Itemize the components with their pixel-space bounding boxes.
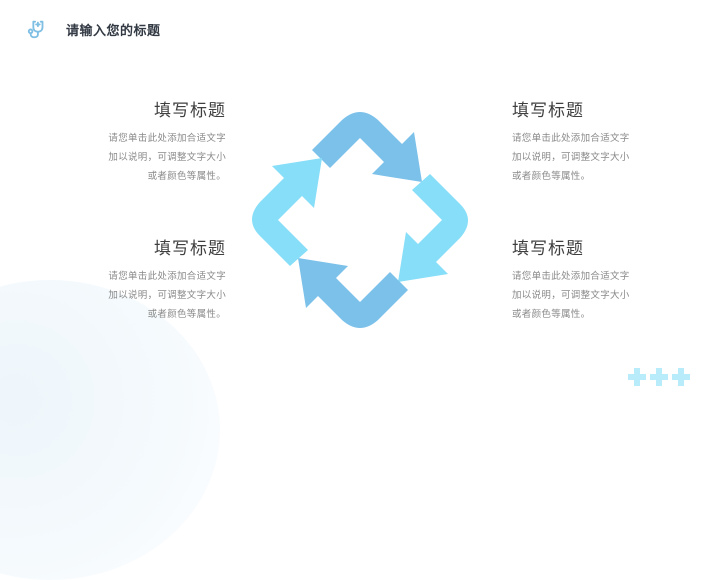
body-line: 加以说明，可调整文字大小 <box>108 290 226 301</box>
block-body: 请您单击此处添加合适文字 加以说明，可调整文字大小 或者颜色等属性。 <box>512 267 672 324</box>
body-line: 请您单击此处添加合适文字 <box>512 133 630 144</box>
text-block-top-left: 填写标题 请您单击此处添加合适文字 加以说明，可调整文字大小 或者颜色等属性。 <box>66 96 226 186</box>
block-body: 请您单击此处添加合适文字 加以说明，可调整文字大小 或者颜色等属性。 <box>66 129 226 186</box>
body-line: 请您单击此处添加合适文字 <box>108 133 226 144</box>
header: 请输入您的标题 <box>26 18 161 40</box>
body-line: 加以说明，可调整文字大小 <box>108 152 226 163</box>
plus-icon <box>650 368 668 386</box>
stethoscope-icon <box>27 20 44 39</box>
body-line: 或者颜色等属性。 <box>512 171 591 182</box>
block-heading: 填写标题 <box>154 239 226 259</box>
body-line: 请您单击此处添加合适文字 <box>512 271 630 282</box>
block-heading: 填写标题 <box>512 101 584 121</box>
block-heading: 填写标题 <box>154 101 226 121</box>
block-heading: 填写标题 <box>512 239 584 259</box>
body-line: 或者颜色等属性。 <box>147 171 226 182</box>
plus-icon <box>628 368 646 386</box>
cycle-arrows-diagram <box>252 112 468 328</box>
arrow-bottom-icon <box>298 258 408 328</box>
body-line: 加以说明，可调整文字大小 <box>512 152 630 163</box>
block-body: 请您单击此处添加合适文字 加以说明，可调整文字大小 或者颜色等属性。 <box>512 129 672 186</box>
background-blob <box>0 280 220 580</box>
text-block-top-right: 填写标题 请您单击此处添加合适文字 加以说明，可调整文字大小 或者颜色等属性。 <box>512 96 672 186</box>
body-line: 加以说明，可调整文字大小 <box>512 290 630 301</box>
page-title: 请输入您的标题 <box>66 23 161 39</box>
arrow-top-icon <box>312 112 422 182</box>
body-line: 请您单击此处添加合适文字 <box>108 271 226 282</box>
body-line: 或者颜色等属性。 <box>147 309 226 320</box>
text-block-bottom-left: 填写标题 请您单击此处添加合适文字 加以说明，可调整文字大小 或者颜色等属性。 <box>66 234 226 324</box>
text-block-bottom-right: 填写标题 请您单击此处添加合适文字 加以说明，可调整文字大小 或者颜色等属性。 <box>512 234 672 324</box>
arrow-right-icon <box>398 174 468 282</box>
body-line: 或者颜色等属性。 <box>512 309 591 320</box>
plus-icon <box>672 368 690 386</box>
arrow-left-icon <box>252 158 322 266</box>
block-body: 请您单击此处添加合适文字 加以说明，可调整文字大小 或者颜色等属性。 <box>66 267 226 324</box>
